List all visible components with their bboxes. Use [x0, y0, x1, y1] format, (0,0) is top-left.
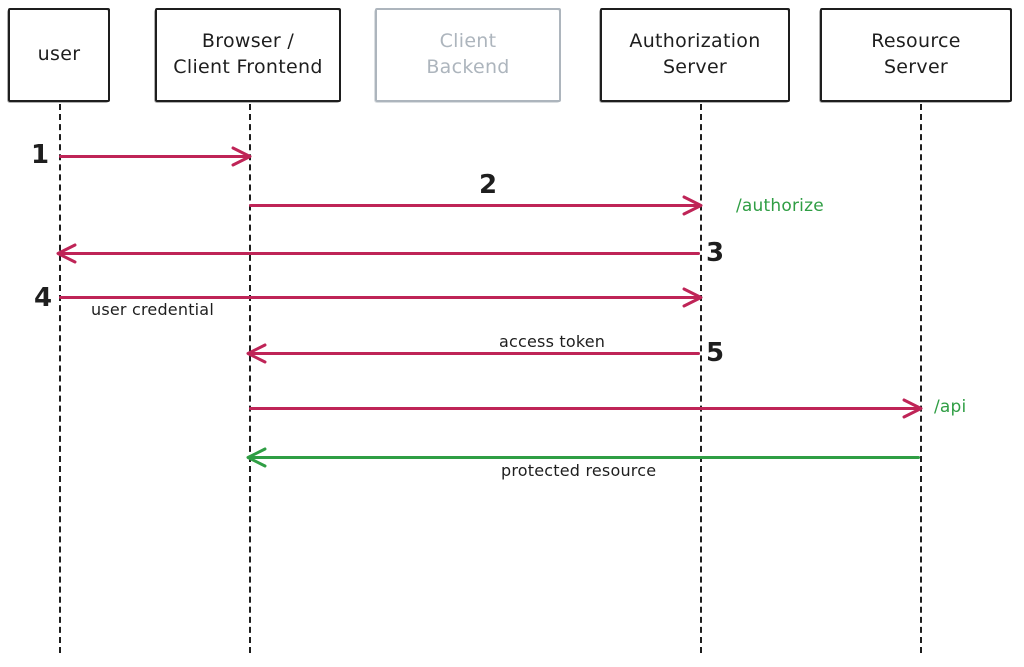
step-number-s4: 4: [34, 283, 53, 313]
arrowhead-icon: [246, 343, 267, 364]
message-label-l-user-credential: user credential: [91, 300, 214, 319]
message-line: [59, 252, 700, 255]
message-arrow-m6[interactable]: [249, 398, 923, 419]
message-arrow-m5[interactable]: [246, 343, 700, 364]
message-line: [249, 407, 920, 410]
participant-browser[interactable]: Browser / Client Frontend: [154, 8, 341, 103]
message-label-l-protected-resource: protected resource: [501, 461, 657, 480]
endpoint-label-e-api: /api: [934, 397, 967, 417]
participant-label: Client Backend: [426, 30, 510, 78]
message-arrow-m7[interactable]: [246, 447, 920, 468]
message-arrow-m3[interactable]: [56, 243, 700, 264]
message-line: [249, 352, 700, 355]
participant-label: Authorization Server: [629, 30, 761, 78]
arrowhead-icon: [902, 398, 923, 419]
message-line: [59, 155, 249, 158]
arrowhead-icon: [682, 287, 703, 308]
participant-auth-server[interactable]: Authorization Server: [599, 8, 790, 103]
participant-label: user: [37, 43, 81, 66]
participant-label: Browser / Client Frontend: [173, 30, 323, 78]
participant-user[interactable]: user: [7, 8, 110, 103]
message-arrow-m2[interactable]: [249, 195, 703, 216]
lifeline-user: [59, 104, 61, 653]
arrowhead-icon: [231, 146, 252, 167]
step-number-s3: 3: [706, 238, 725, 268]
arrowhead-icon: [246, 447, 267, 468]
message-arrow-m1[interactable]: [59, 146, 252, 167]
step-number-s2: 2: [479, 170, 498, 200]
message-label-l-access-token: access token: [499, 332, 606, 351]
lifeline-resource-server: [920, 104, 922, 653]
participant-client-backend[interactable]: Client Backend: [374, 8, 561, 103]
message-arrow-m4[interactable]: [59, 287, 703, 308]
step-number-s5: 5: [706, 338, 725, 368]
message-line: [249, 456, 920, 459]
lifeline-browser: [249, 104, 251, 653]
lifeline-auth-server: [700, 104, 702, 653]
message-line: [59, 296, 700, 299]
participant-resource-server[interactable]: Resource Server: [819, 8, 1012, 103]
endpoint-label-e-authorize: /authorize: [736, 196, 824, 216]
step-number-s1: 1: [31, 140, 50, 170]
message-line: [249, 204, 700, 207]
arrowhead-icon: [682, 195, 703, 216]
arrowhead-icon: [56, 243, 77, 264]
participant-label: Resource Server: [871, 30, 961, 78]
